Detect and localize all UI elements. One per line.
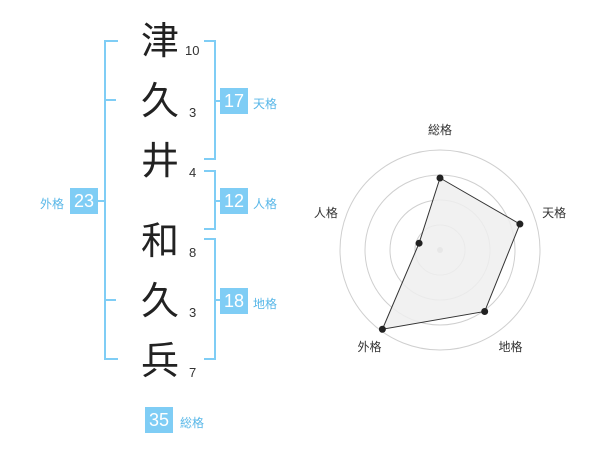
radar-point	[378, 325, 386, 333]
gaikaku-bracket-connector	[98, 200, 106, 202]
radar-point	[415, 239, 423, 247]
radar-axis-label: 総格	[428, 122, 452, 137]
chikaku-badge: 18	[220, 288, 248, 314]
tenkaku-label: 天格	[253, 97, 278, 111]
name-char-1: 津	[140, 19, 179, 63]
name-char-2: 久	[140, 79, 179, 123]
radar-axis-label: 天格	[542, 205, 566, 220]
gaikaku-label: 外格	[40, 197, 65, 211]
radar-area	[381, 177, 521, 330]
gaikaku-bracket	[104, 40, 118, 360]
gaikaku-bracket-tick	[104, 299, 116, 301]
gaikaku-bracket-tick	[104, 99, 116, 101]
chikaku-label: 地格	[253, 297, 278, 311]
tenkaku-bracket-connector	[214, 100, 222, 102]
tenkaku-badge: 17	[220, 88, 248, 114]
stroke-count-6: 7	[189, 365, 197, 380]
name-char-6: 兵	[140, 339, 179, 383]
name-char-5: 久	[140, 279, 179, 323]
name-char-4: 和	[140, 219, 179, 263]
jinkaku-label: 人格	[253, 197, 278, 211]
chikaku-bracket-connector	[214, 299, 222, 301]
radar-point	[481, 307, 489, 315]
radar-axis-label: 人格	[314, 205, 338, 220]
soukaku-label: 総格	[180, 416, 205, 430]
radar-axis-label: 地格	[499, 339, 523, 354]
radar-axis-label: 外格	[357, 339, 381, 354]
stroke-count-2: 3	[189, 105, 197, 120]
stroke-count-1: 10	[185, 43, 200, 58]
gaikaku-badge: 23	[70, 188, 98, 214]
stroke-count-3: 4	[189, 165, 197, 180]
radar-grid-ring	[339, 149, 541, 351]
radar-point	[516, 220, 524, 228]
soukaku-badge: 35	[145, 407, 173, 433]
stroke-count-5: 3	[189, 305, 197, 320]
name-char-3: 井	[140, 139, 179, 183]
radar-point	[436, 174, 444, 182]
jinkaku-badge: 12	[220, 188, 248, 214]
stroke-count-4: 8	[189, 245, 197, 260]
jinkaku-bracket-connector	[214, 200, 222, 202]
